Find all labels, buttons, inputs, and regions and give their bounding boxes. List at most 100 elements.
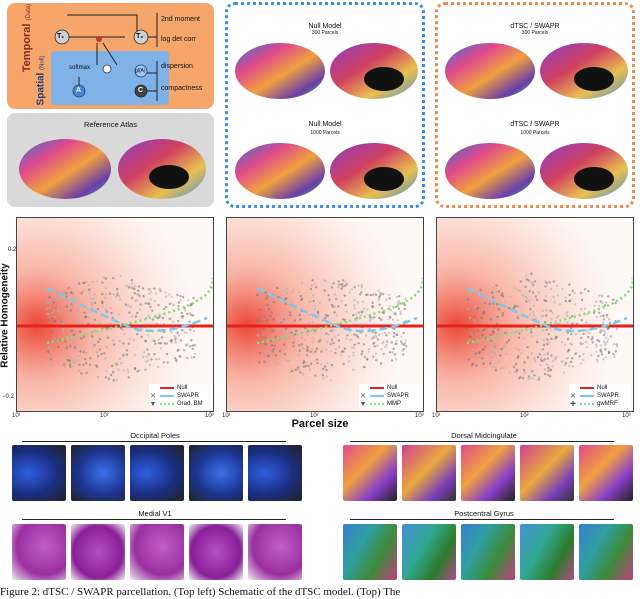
scatter-point [127, 342, 130, 345]
scatter-point [127, 285, 130, 288]
scatter-point [109, 322, 112, 325]
scatter-point [590, 354, 593, 357]
scatter-point [165, 352, 169, 356]
scatter-point [613, 355, 616, 359]
scatter-point [580, 336, 583, 340]
region-tile [402, 445, 456, 501]
scatter-point [56, 305, 60, 308]
scatter-point [143, 351, 146, 354]
scatter-point [95, 365, 99, 368]
scatter-point [378, 316, 381, 320]
scatter-point [153, 352, 156, 356]
scatter-point [104, 296, 107, 299]
region-tile [343, 524, 397, 580]
scatter-point [298, 312, 301, 315]
scatter-point [87, 316, 90, 319]
scatter-point [133, 292, 136, 295]
scatter-point [153, 299, 156, 303]
scatter-point [555, 316, 559, 320]
scatter-point [274, 335, 278, 339]
scatter-point [598, 294, 601, 297]
scatter-point [513, 287, 516, 290]
scatter-point [313, 308, 316, 311]
plot-3-xtick-3: 10³ [622, 413, 631, 419]
scatter-point [546, 357, 550, 360]
scatter-point [272, 301, 276, 304]
scatter-point [104, 308, 107, 311]
scatter-point [352, 314, 355, 317]
scatter-point [112, 293, 115, 296]
scatter-point [293, 349, 296, 353]
scatter-point [369, 294, 372, 297]
scatter-point [480, 316, 483, 319]
scatter-point [336, 333, 340, 337]
dtsc-sub-1000: 1000 Parcels [520, 130, 550, 136]
scatter-point [328, 298, 331, 301]
medial-rule [22, 519, 286, 520]
scatter-point [337, 305, 340, 308]
scatter-point [58, 301, 62, 304]
plot-3-legend: Null ✕SWAPR ✚gwMRF [569, 384, 631, 408]
scatter-point [481, 300, 485, 303]
scatter-point [156, 316, 159, 320]
scatter-point [76, 322, 80, 325]
scatter-point [523, 361, 526, 364]
scatter-point [495, 284, 498, 287]
scatter-point [353, 304, 356, 307]
scatter-point [374, 352, 378, 355]
scatter-point [62, 362, 65, 365]
scatter-point [531, 284, 535, 287]
scatter-point [615, 343, 618, 346]
scatter-point [60, 322, 63, 325]
scatter-point [484, 336, 488, 339]
scatter-point [560, 341, 564, 344]
scatter-point [603, 304, 607, 307]
scatter-point [402, 348, 405, 351]
scatter-point [493, 316, 496, 319]
scatter-point [541, 309, 545, 312]
scatter-point [392, 347, 395, 351]
scatter-point [595, 345, 598, 348]
scatter-point [524, 285, 527, 288]
scatter-point [308, 368, 312, 371]
scatter-point [192, 314, 195, 317]
scatter-point [392, 335, 395, 338]
scatter-point [292, 341, 295, 344]
scatter-point [516, 305, 519, 308]
scatter-point [533, 280, 537, 283]
scatter-point [104, 376, 108, 379]
scatter-point [91, 304, 94, 307]
scatter-point [394, 313, 397, 316]
region-tile [130, 524, 184, 580]
scatter-point [493, 328, 496, 332]
scatter-point [168, 293, 171, 296]
scatter-point [47, 361, 50, 364]
scatter-point [46, 307, 49, 310]
scatter-point [76, 347, 79, 350]
ytick-top: 0.2 [8, 247, 17, 253]
scatter-point [168, 317, 171, 321]
scatter-point [313, 331, 316, 334]
scatter-point [154, 292, 158, 295]
scatter-point [547, 340, 550, 343]
scatter-point [118, 298, 122, 301]
scatter-point [50, 330, 53, 334]
scatter-point [71, 292, 74, 295]
scatter-point [475, 364, 478, 367]
scatter-point [471, 362, 475, 366]
scatter-point [482, 362, 485, 365]
scatter-point [566, 331, 569, 334]
scatter-point [130, 296, 134, 300]
scatter-point [139, 303, 142, 306]
scatter-point [587, 335, 590, 339]
scatter-point [529, 331, 533, 334]
region-tile [402, 524, 456, 580]
scatter-point [497, 307, 500, 311]
scatter-point [551, 359, 555, 363]
scatter-point [126, 368, 129, 371]
scatter-point [294, 368, 297, 371]
scatter-point [269, 314, 272, 317]
scatter-point [298, 344, 301, 347]
scatter-point [344, 280, 347, 283]
scatter-point [357, 311, 361, 315]
